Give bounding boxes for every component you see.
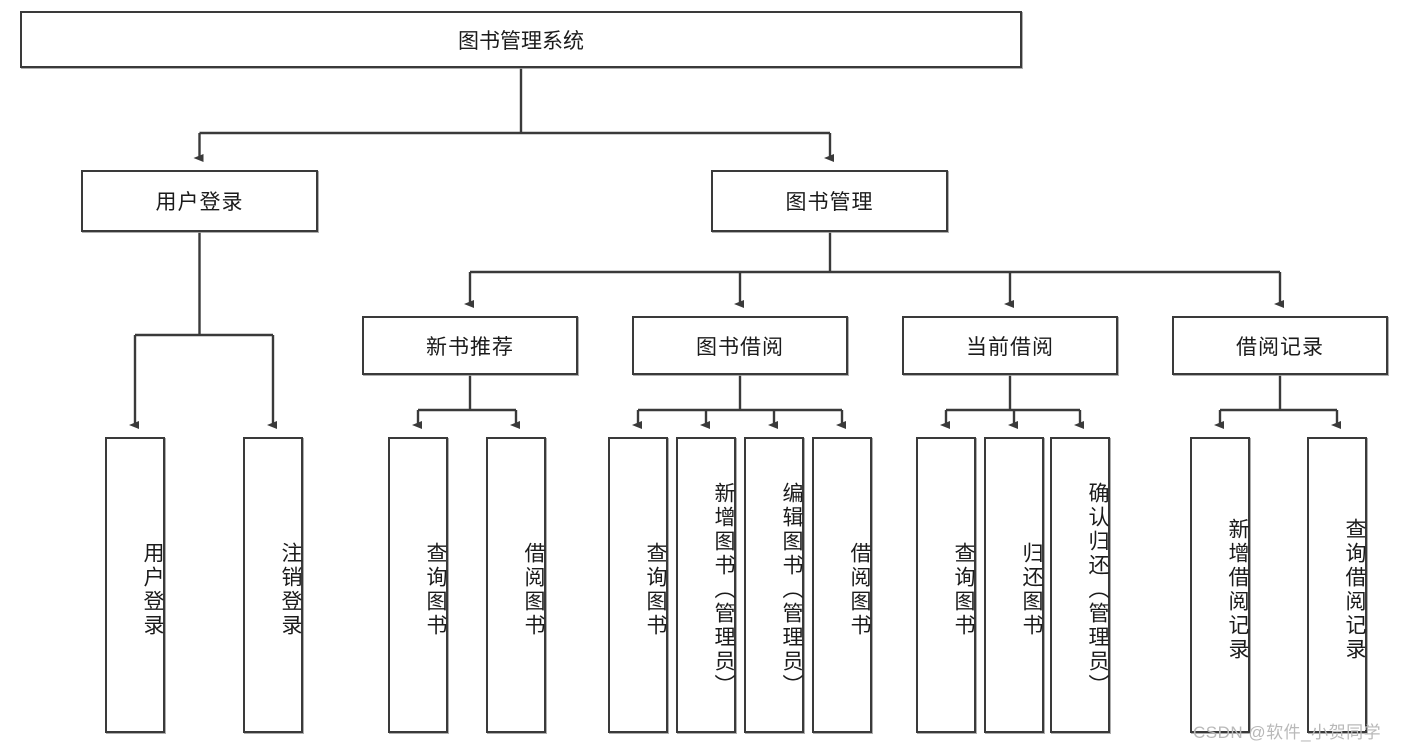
leaf-borrow-book[interactable]: 借阅图书 — [812, 437, 872, 733]
leaf-label: 借阅图书 — [522, 542, 545, 638]
leaf-query-book-borrow[interactable]: 查询图书 — [608, 437, 668, 733]
leaf-add-book-admin[interactable]: 新增图书（管理员） — [676, 437, 736, 733]
leaf-label: 确认归还（管理员） — [1086, 482, 1109, 698]
node-new-book-recommend-label: 新书推荐 — [426, 335, 514, 359]
node-new-book-recommend[interactable]: 新书推荐 — [362, 316, 578, 375]
leaf-label: 编辑图书（管理员） — [780, 482, 803, 698]
node-current-borrow[interactable]: 当前借阅 — [902, 316, 1118, 375]
leaf-label: 新增图书（管理员） — [712, 482, 735, 698]
leaf-query-book-current[interactable]: 查询图书 — [916, 437, 976, 733]
node-borrow-record-label: 借阅记录 — [1236, 335, 1324, 359]
leaf-label: 查询图书 — [644, 542, 667, 638]
leaf-label: 新增借阅记录 — [1226, 518, 1249, 662]
leaf-return-book[interactable]: 归还图书 — [984, 437, 1044, 733]
leaf-query-book-recommend[interactable]: 查询图书 — [388, 437, 448, 733]
leaf-logout[interactable]: 注销登录 — [243, 437, 303, 733]
leaf-query-borrow-record[interactable]: 查询借阅记录 — [1307, 437, 1367, 733]
leaf-label: 注销登录 — [279, 542, 302, 638]
leaf-user-login[interactable]: 用户登录 — [105, 437, 165, 733]
node-user-login-label: 用户登录 — [155, 191, 244, 214]
leaf-add-borrow-record[interactable]: 新增借阅记录 — [1190, 437, 1250, 733]
leaf-label: 借阅图书 — [848, 542, 871, 638]
node-root[interactable]: 图书管理系统 — [20, 11, 1022, 68]
leaf-label: 查询借阅记录 — [1343, 518, 1366, 662]
leaf-borrow-book-recommend[interactable]: 借阅图书 — [486, 437, 546, 733]
node-book-management-label: 图书管理 — [785, 191, 874, 214]
leaf-edit-book-admin[interactable]: 编辑图书（管理员） — [744, 437, 804, 733]
node-book-borrow[interactable]: 图书借阅 — [632, 316, 848, 375]
node-root-label: 图书管理系统 — [458, 29, 584, 53]
leaf-label: 归还图书 — [1020, 542, 1043, 638]
node-current-borrow-label: 当前借阅 — [966, 335, 1054, 359]
leaf-label: 查询图书 — [424, 542, 447, 638]
watermark-text: CSDN @软件_小贺同学 — [1193, 723, 1382, 742]
node-book-management[interactable]: 图书管理 — [711, 170, 948, 232]
leaf-label: 查询图书 — [952, 542, 975, 638]
leaf-label: 用户登录 — [141, 542, 164, 638]
node-user-login[interactable]: 用户登录 — [81, 170, 318, 232]
node-book-borrow-label: 图书借阅 — [696, 335, 784, 359]
node-borrow-record[interactable]: 借阅记录 — [1172, 316, 1388, 375]
leaf-confirm-return-admin[interactable]: 确认归还（管理员） — [1050, 437, 1110, 733]
